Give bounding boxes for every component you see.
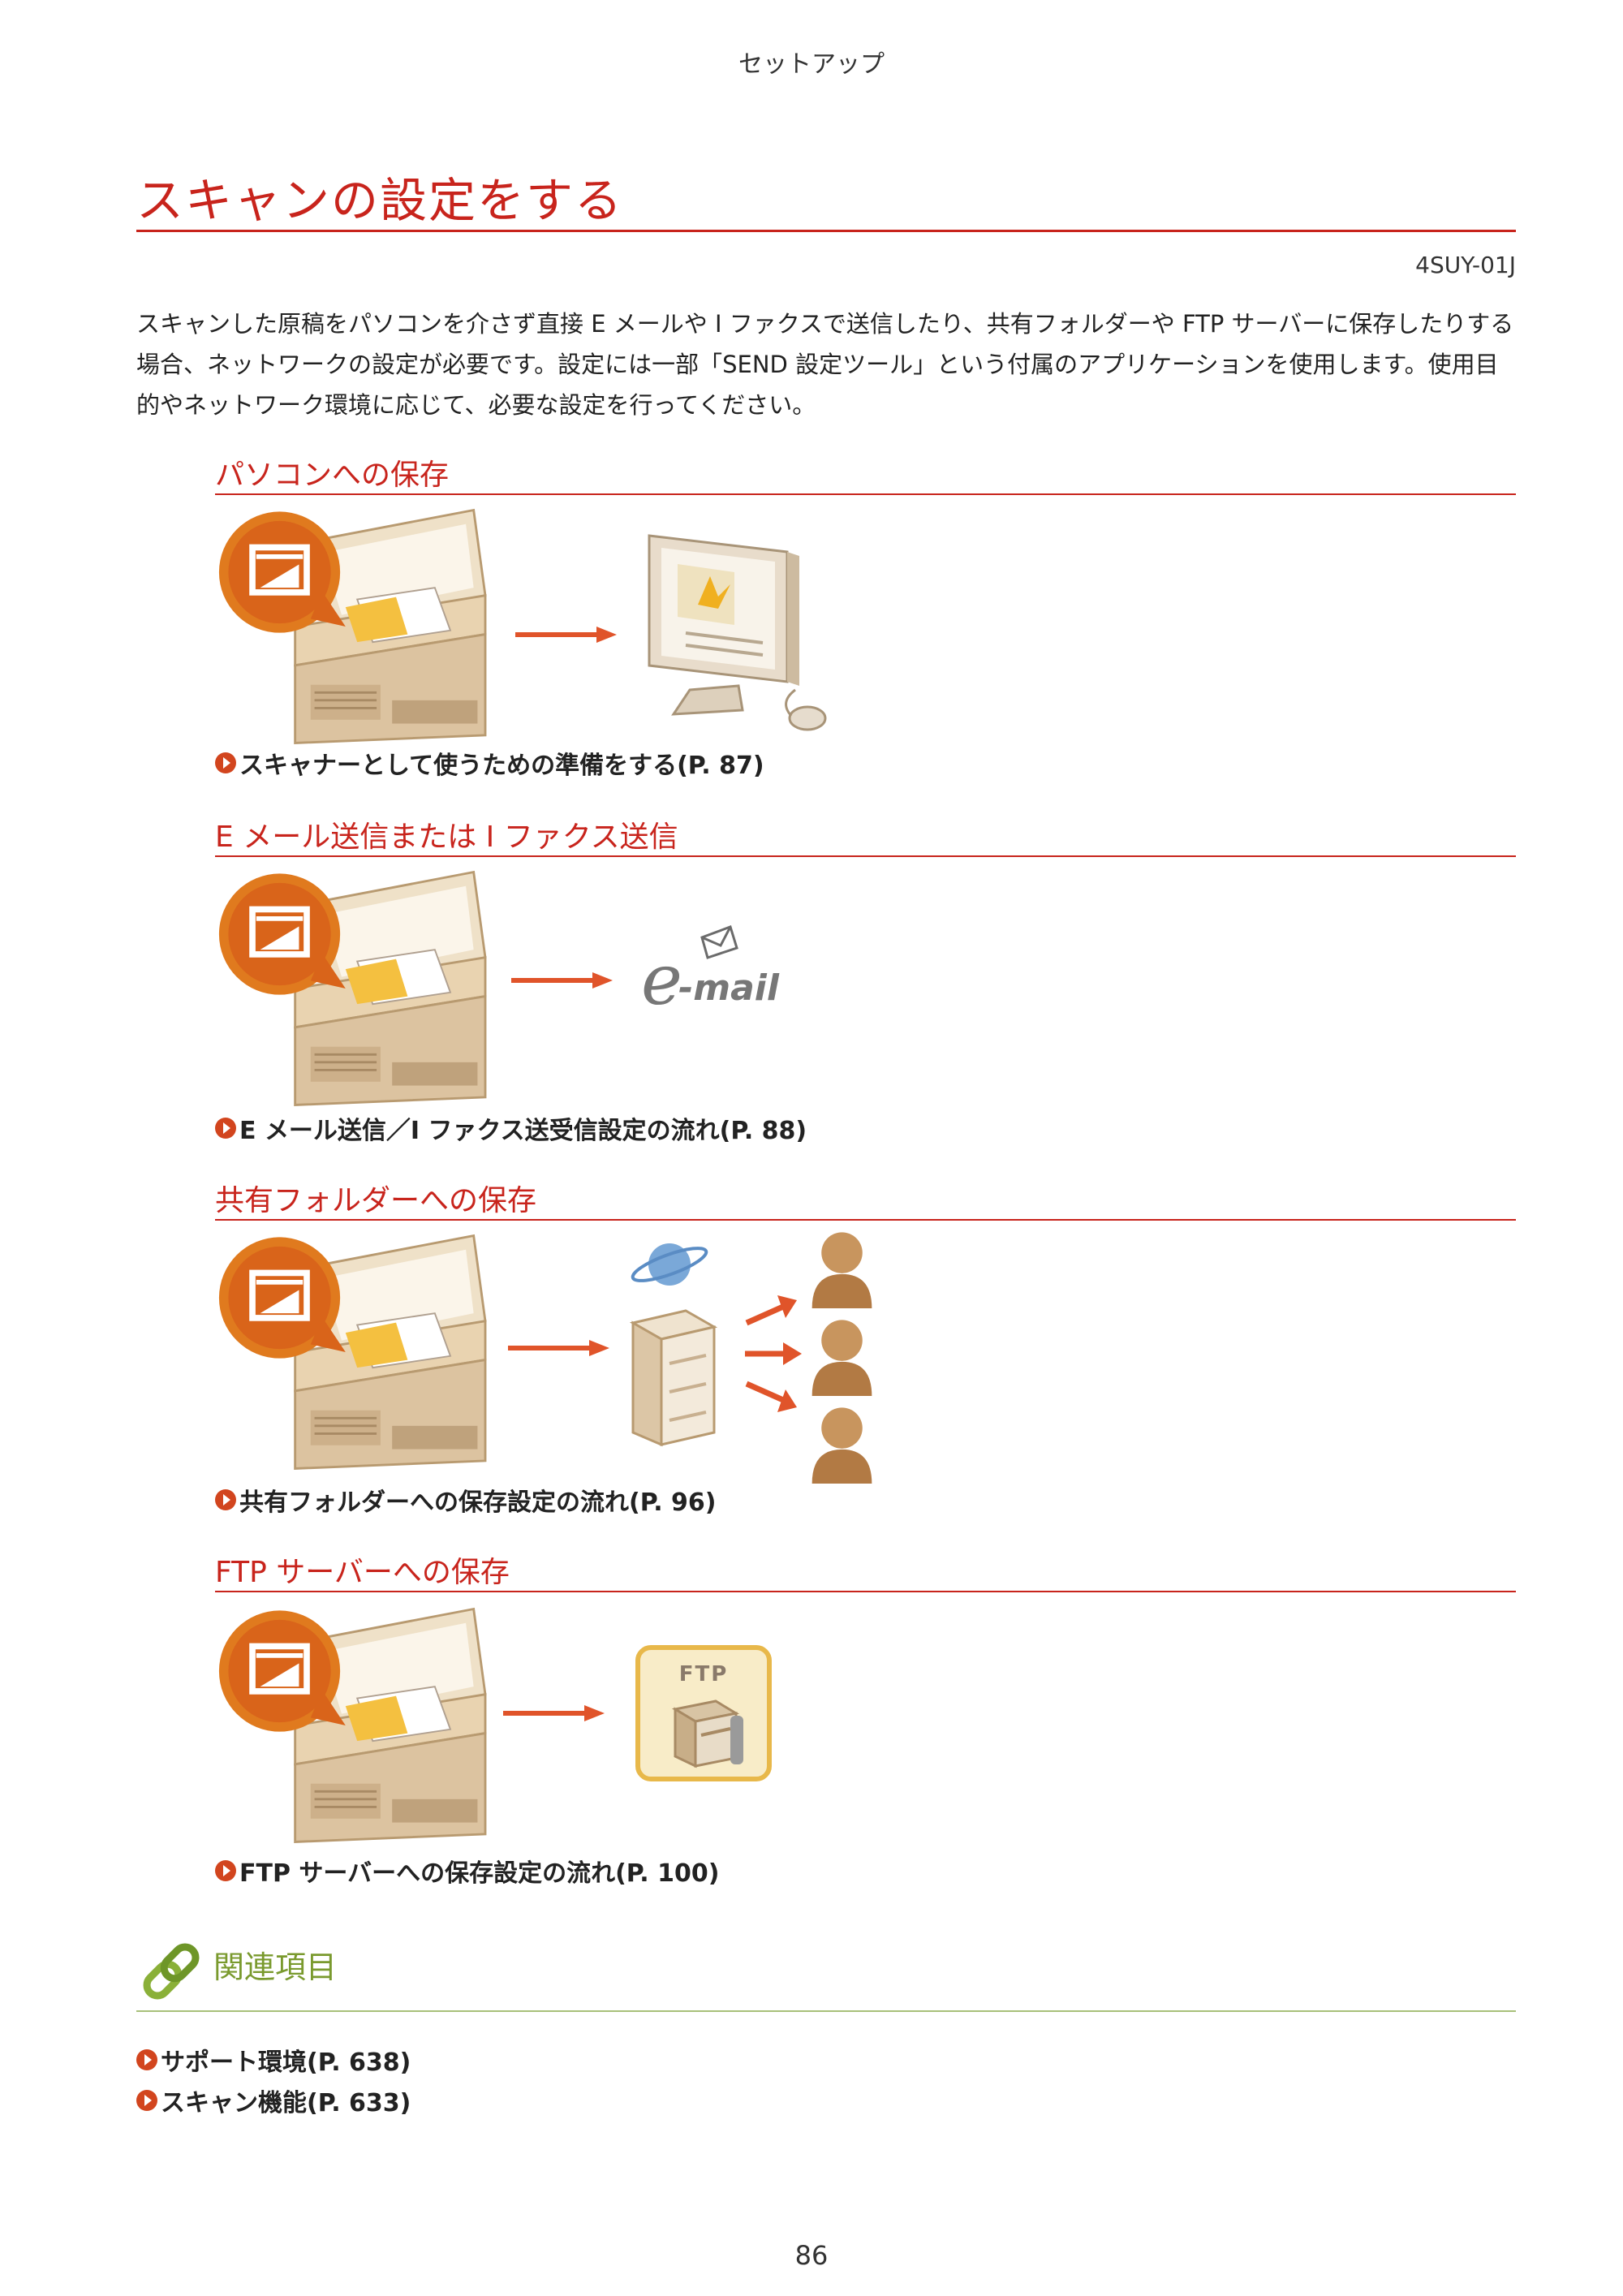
email-logo-letter: e — [641, 940, 682, 1021]
scanner-icon — [217, 867, 485, 1110]
link-chain-icon — [143, 1943, 200, 2000]
link-bullet-icon — [136, 2049, 157, 2070]
link-bullet-icon — [215, 752, 236, 773]
ftp-server-icon: FTP — [635, 1644, 773, 1782]
title-rule — [136, 230, 1516, 232]
arrow-right-icon — [508, 1340, 609, 1356]
envelope-icon — [700, 925, 738, 959]
link-bullet-icon — [215, 1489, 236, 1510]
section-rule — [215, 1219, 1516, 1221]
computer-monitor-icon — [648, 534, 827, 731]
intro-paragraph: スキャンした原稿をパソコンを介さず直接 E メールや I ファクスで送信したり、… — [136, 310, 1514, 419]
user-icon — [812, 1407, 872, 1484]
section-rule — [215, 1591, 1516, 1592]
section-title-pc-save: パソコンへの保存 — [215, 459, 450, 492]
arrow-right-icon — [503, 1705, 605, 1721]
section-title-email: E メール送信または I ファクス送信 — [215, 821, 678, 854]
user-icon — [812, 1320, 872, 1396]
arrow-right-icon — [515, 627, 617, 643]
link-bullet-icon — [136, 2090, 157, 2111]
running-header: セットアップ — [738, 50, 885, 79]
section-title-shared-folder: 共有フォルダーへの保存 — [215, 1184, 537, 1217]
scanner-icon — [217, 505, 485, 748]
related-link-support-env[interactable]: サポート環境(P. 638) — [136, 2042, 411, 2078]
xref-link-shared-folder-setup[interactable]: 共有フォルダーへの保存設定の流れ(P. 96) — [215, 1482, 717, 1518]
scanner-icon — [217, 1230, 485, 1474]
related-link-scan-features[interactable]: スキャン機能(P. 633) — [136, 2083, 411, 2118]
shared-folder-server-icon — [629, 1243, 802, 1447]
xref-link-ftp-setup[interactable]: FTP サーバーへの保存設定の流れ(P. 100) — [215, 1853, 719, 1889]
xref-link-scanner-setup[interactable]: スキャナーとして使うための準備をする(P. 87) — [215, 745, 764, 781]
document-id: 4SUY-01J — [1415, 252, 1516, 278]
section-rule — [215, 493, 1516, 495]
link-bullet-icon — [215, 1860, 236, 1881]
xref-link-email-setup[interactable]: E メール送信／I ファクス送受信設定の流れ(P. 88) — [215, 1110, 807, 1146]
email-logo-icon: e -mail — [641, 925, 787, 1021]
link-bullet-icon — [215, 1118, 236, 1139]
arrow-right-icon — [511, 972, 613, 989]
related-section-title: 関連項目 — [213, 1949, 338, 1985]
related-rule — [136, 2010, 1516, 2012]
scanner-icon — [217, 1604, 485, 1847]
page-title: スキャンの設定をする — [136, 173, 624, 228]
email-logo-text: -mail — [678, 967, 779, 1009]
user-icon — [812, 1232, 872, 1308]
section-title-ftp: FTP サーバーへの保存 — [215, 1556, 510, 1589]
ftp-label: FTP — [678, 1662, 729, 1686]
page-number: 86 — [794, 2240, 829, 2271]
section-rule — [215, 855, 1516, 857]
